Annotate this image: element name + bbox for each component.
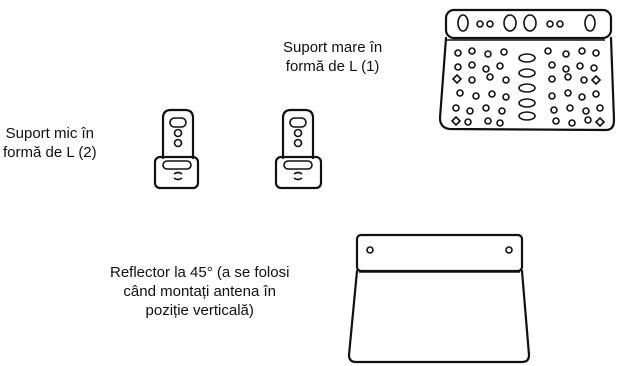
label-line: formă de L (1) (285, 58, 380, 75)
small-bracket-drawing (274, 108, 323, 190)
label-line: Suport mic în (5, 125, 95, 142)
small-bracket-drawing (153, 108, 200, 190)
reflector-drawing (347, 233, 531, 364)
large-bracket-drawing (438, 8, 616, 132)
label-line: Suport mare în (283, 39, 383, 56)
label-line: formă de L (2) (3, 144, 97, 161)
label-line: când montați antena în (123, 283, 277, 300)
label-line: poziție verticală) (145, 302, 254, 319)
small-bracket-label: Suport mic în formă de L (2) (3, 124, 97, 162)
label-line: Reflector la 45° (a se folosi (110, 264, 290, 281)
large-bracket-label: Suport mare în formă de L (1) (283, 38, 382, 76)
reflector-label: Reflector la 45° (a se folosi când monta… (110, 263, 289, 320)
